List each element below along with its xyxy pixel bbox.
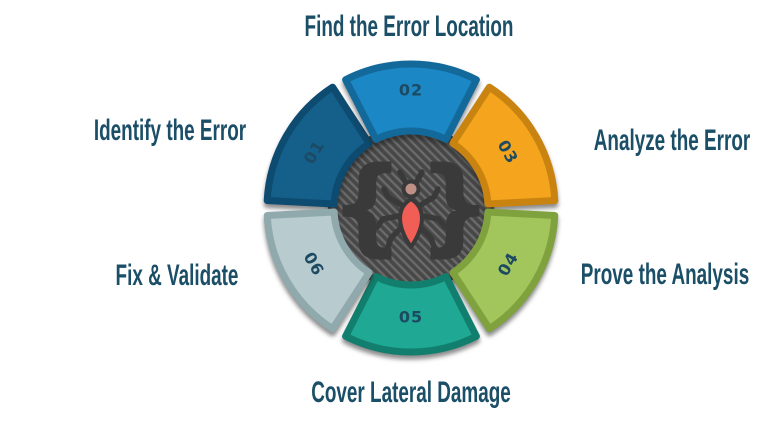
label-find-the-error-location: Find the Error Location (304, 10, 514, 43)
bug-antenna-left (397, 169, 409, 186)
bug-leg (385, 224, 405, 250)
segment-03-wedge (449, 83, 559, 208)
right-brace-icon: } (417, 144, 492, 267)
bug-leg (416, 186, 441, 209)
bug-leg (374, 213, 402, 230)
label-identify-the-error: Identify the Error (93, 114, 247, 147)
bug-icon (374, 169, 448, 250)
segment-02-wedge (342, 60, 480, 143)
left-brace-icon: { (329, 144, 404, 267)
segment-06-wedge (263, 208, 373, 333)
segment-05-wedge (342, 273, 480, 356)
bug-body (398, 197, 424, 249)
label-cover-lateral-damage: Cover Lateral Damage (311, 376, 511, 409)
segment-05-number: 05 (399, 308, 423, 327)
bug-leg (417, 224, 437, 250)
label-fix-and-validate: Fix & Validate (115, 259, 239, 292)
segment-02-number: 02 (399, 81, 423, 100)
bug-head (401, 179, 421, 199)
bug-antenna-right (413, 169, 425, 186)
label-analyze-the-error: Analyze the Error (593, 124, 751, 157)
segment-04-wedge (449, 208, 559, 333)
bug-leg (420, 213, 448, 230)
label-prove-the-analysis: Prove the Analysis (580, 258, 750, 291)
segment-01-wedge (263, 83, 373, 208)
bug-leg (381, 186, 406, 209)
